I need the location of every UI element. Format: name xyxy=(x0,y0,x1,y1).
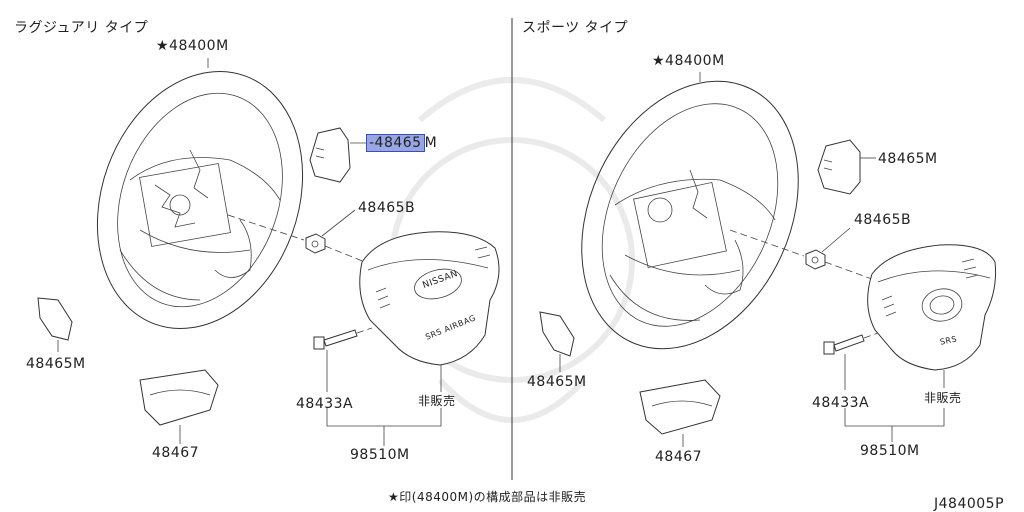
left-nut-part-label: 48465B xyxy=(358,200,416,216)
right-lower-cover xyxy=(639,379,721,435)
right-not-sold-label: 非販売 xyxy=(924,391,962,405)
right-steering-wheel xyxy=(581,80,799,350)
right-bolt xyxy=(823,334,865,355)
footer-note: ★印(48400M)の構成部品は非販売 xyxy=(388,490,587,504)
left-switch-upper xyxy=(309,127,351,183)
right-cover-part-label: 48465M xyxy=(527,374,587,390)
left-airbag-module xyxy=(359,231,500,366)
left-switch-part-highlight: -48465 xyxy=(366,134,425,152)
right-lower-cover-part-label: 48467 xyxy=(655,449,703,465)
right-wheel-part-label: ★48400M xyxy=(652,53,725,69)
left-steering-wheel xyxy=(96,71,304,329)
right-switch-part-label: 48465M xyxy=(878,151,938,167)
right-bolt-part-label: 48433A xyxy=(812,395,870,411)
left-bolt-part-label: 48433A xyxy=(296,396,354,412)
right-switch-upper xyxy=(817,139,861,195)
left-airbag-part-label: 98510M xyxy=(350,447,410,463)
left-side-cover xyxy=(37,297,73,341)
right-airbag-part-label: 98510M xyxy=(860,443,920,459)
right-airbag-module xyxy=(867,244,996,371)
right-nut xyxy=(805,249,826,270)
left-not-sold-label: 非販売 xyxy=(418,394,456,408)
left-lower-cover-part-label: 48467 xyxy=(152,445,200,461)
diagram-code: J484005P xyxy=(934,496,1005,512)
right-side-cover xyxy=(539,311,575,357)
left-bolt xyxy=(313,329,358,350)
right-title: スポーツ タイプ xyxy=(522,20,629,36)
left-cover-part-label: 48465M xyxy=(26,356,86,372)
left-nut xyxy=(305,233,326,254)
left-lower-cover xyxy=(139,369,219,426)
left-title: ラグジュアリ タイプ xyxy=(14,20,149,36)
left-wheel-part-label: ★48400M xyxy=(156,38,229,54)
left-switch-part-suffix: M xyxy=(424,135,438,151)
right-nut-part-label: 48465B xyxy=(854,212,912,228)
